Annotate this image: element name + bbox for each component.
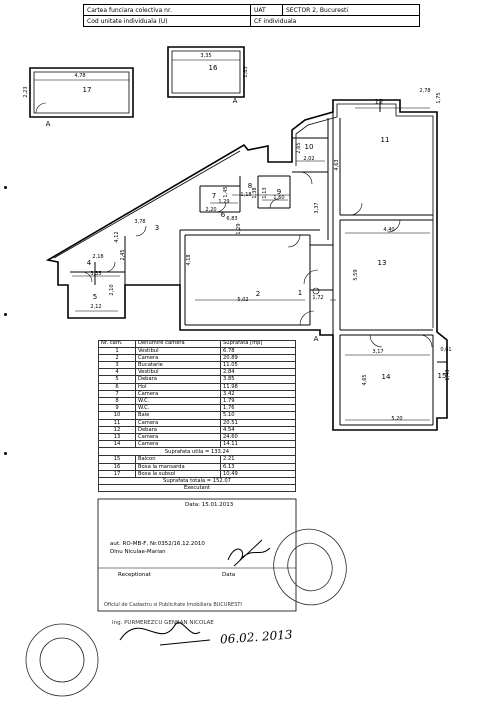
svg-text:2,23: 2,23	[23, 86, 29, 97]
room-label-12: 12	[375, 98, 384, 106]
svg-text:1,38: 1,38	[252, 187, 258, 198]
room-label-17: 17	[83, 86, 92, 94]
room-label-13: 13	[378, 259, 387, 267]
svg-text:4,12: 4,12	[114, 231, 120, 242]
ocpi-engineer-text: Ing. PURMEREZCU GENBAN NICOLAE	[112, 620, 214, 626]
room-label-5: 5	[93, 293, 97, 301]
svg-text:3,17: 3,17	[372, 349, 383, 355]
svg-text:2,65: 2,65	[296, 142, 302, 153]
room-label-7: 7	[212, 192, 216, 200]
svg-text:1,29: 1,29	[236, 223, 242, 234]
ocpi-stamp-text: Oficiul de Cadastru si Publicitate Imobi…	[104, 602, 242, 608]
margin-dot	[4, 313, 7, 316]
svg-text:2,18: 2,18	[92, 254, 103, 260]
receptionat-label: Receptionat	[118, 572, 151, 578]
signature-receptionat	[119, 622, 211, 646]
cod-unitate-label: Cod unitate individuala (U)	[83, 15, 251, 27]
room-label-1: 1	[298, 289, 302, 297]
svg-text:3,35: 3,35	[200, 53, 211, 59]
room-label-9: 9	[277, 188, 281, 196]
room-16-outline	[167, 46, 245, 98]
room-label-16: 16	[209, 64, 218, 72]
authorization-number: aut. RO-MB-F, Nr.0352/16.12.2010	[110, 541, 205, 547]
entrance-mark-16: A	[233, 97, 238, 105]
svg-text:1,29: 1,29	[218, 199, 229, 205]
executant-label: Executant	[98, 484, 296, 493]
svg-text:4,78: 4,78	[74, 73, 85, 79]
svg-text:3,35: 3,35	[90, 271, 101, 277]
svg-text:5,02: 5,02	[237, 297, 248, 303]
cf-individuala-label: CF individuala	[250, 15, 420, 27]
cadastral-header-table: Cartea funciara colectiva nr. UAT SECTOR…	[83, 4, 420, 27]
svg-text:2,45: 2,45	[120, 249, 126, 260]
apartment-outline	[45, 99, 448, 431]
margin-dot	[4, 186, 7, 189]
svg-text:6,83: 6,83	[226, 216, 237, 222]
svg-text:2,78: 2,78	[419, 88, 430, 94]
room-label-2: 2	[256, 290, 260, 298]
svg-text:1,18: 1,18	[240, 192, 251, 198]
svg-text:1,75: 1,75	[436, 92, 442, 103]
svg-text:4,63: 4,63	[334, 159, 340, 170]
stamp-circle-left	[25, 623, 99, 697]
svg-text:1,45: 1,45	[223, 186, 229, 197]
signature-executant	[227, 539, 271, 567]
svg-text:1,83: 1,83	[243, 66, 249, 77]
svg-text:3,37: 3,37	[314, 202, 320, 213]
stamp-circle-right	[273, 528, 347, 606]
data-label: Data	[222, 572, 236, 578]
svg-text:0,61: 0,61	[440, 347, 451, 353]
entrance-mark-17: A	[46, 120, 51, 128]
svg-text:2,02: 2,02	[303, 156, 314, 162]
svg-text:2,10: 2,10	[109, 284, 115, 295]
svg-text:2,20: 2,20	[205, 207, 216, 213]
svg-text:3,78: 3,78	[134, 219, 145, 225]
room-label-15: 15	[438, 372, 447, 380]
suprafata-totala: Suprafata totala = 152.07	[98, 477, 296, 486]
room-label-10: 10	[305, 143, 314, 151]
room-label-14: 14	[382, 373, 391, 381]
svg-text:1,72: 1,72	[312, 295, 323, 301]
room-legend-table: Nr. cam. Denumire camera Suprafata [mp] …	[98, 340, 296, 493]
svg-text:1,60: 1,60	[273, 195, 284, 201]
svg-text:2,12: 2,12	[90, 304, 101, 310]
svg-text:5,59: 5,59	[353, 269, 359, 280]
svg-text:5,20: 5,20	[391, 416, 402, 422]
executant-date: Data: 15.01.2013	[185, 502, 234, 508]
margin-dot	[4, 452, 7, 455]
room-17-outline	[29, 67, 134, 118]
room-label-6: 6	[221, 211, 226, 219]
room-label-8: 8	[248, 182, 252, 190]
room-label-11: 11	[381, 136, 390, 144]
svg-text:1,13: 1,13	[262, 187, 268, 198]
executant-name: Dinu Niculae-Marian	[110, 549, 166, 555]
svg-text:4,40: 4,40	[383, 227, 394, 233]
room-label-4: 4	[87, 259, 92, 267]
svg-text:4,65: 4,65	[362, 374, 368, 385]
room-label-3: 3	[155, 224, 159, 232]
entrance-mark-main: A	[314, 335, 319, 343]
svg-text:4,18: 4,18	[186, 254, 192, 265]
svg-text:1,43: 1,43	[445, 369, 451, 380]
